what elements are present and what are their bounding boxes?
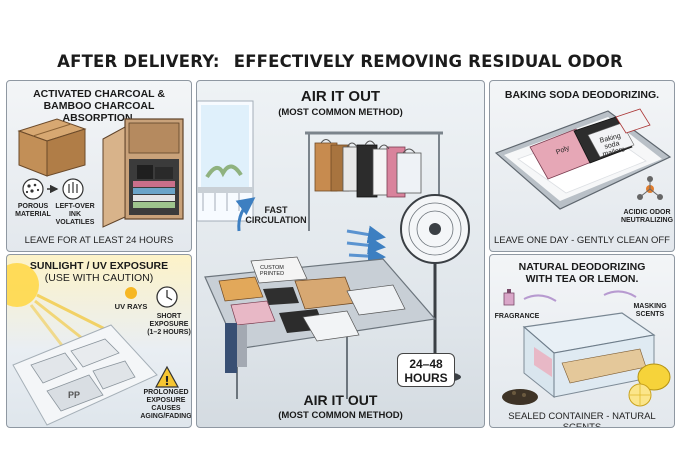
mailer-bags bbox=[529, 108, 651, 180]
airout-bottom-subtitle: (MOST COMMON METHOD) bbox=[278, 410, 403, 421]
acidic-label-1: ACIDIC ODOR bbox=[623, 209, 671, 216]
charcoal-caption: LEAVE FOR AT LEAST 24 HOURS bbox=[24, 235, 174, 246]
hours-line2: HOURS bbox=[404, 371, 448, 385]
hanging-bags bbox=[314, 139, 422, 198]
custom-label-2: PRINTED bbox=[259, 271, 285, 277]
baking-illustration bbox=[494, 108, 672, 210]
porous-label-1: POROUS bbox=[17, 203, 49, 210]
short-label-1: SHORT bbox=[156, 313, 182, 320]
prolonged-label-3: CAUSES bbox=[151, 405, 181, 412]
charcoal-title-line2: BAMBOO CHARCOAL ABSORPTION. bbox=[43, 100, 155, 124]
prolonged-label-4: AGING/FADING bbox=[140, 413, 192, 420]
tea-leaves-icon bbox=[502, 389, 538, 405]
tea-panel: NATURAL DEODORIZING WITH TEA OR LEMON. F… bbox=[489, 254, 675, 428]
perfume-icon bbox=[503, 289, 515, 306]
hours-badge: 24–48 HOURS bbox=[397, 353, 455, 387]
tea-illustration bbox=[502, 289, 671, 407]
porous-material-icon bbox=[22, 178, 44, 200]
prolonged-label-2: EXPOSURE bbox=[146, 397, 186, 404]
ink-label-2: INK VOLATILES bbox=[55, 211, 95, 226]
short-label-2: EXPOSURE bbox=[149, 321, 189, 328]
title-right: EFFECTIVELY REMOVING RESIDUAL ODOR bbox=[233, 52, 623, 71]
baking-title: BAKING SODA DEODORIZING. bbox=[504, 89, 660, 101]
molecule-icon bbox=[637, 176, 663, 200]
page-title: AFTER DELIVERY: EFFECTIVELY REMOVING RESI… bbox=[0, 52, 680, 71]
tea-title-line2: WITH TEA OR LEMON. bbox=[525, 273, 639, 285]
charcoal-title-line1: ACTIVATED CHARCOAL & bbox=[33, 88, 165, 100]
hours-line1: 24–48 bbox=[409, 357, 443, 371]
prolonged-label-1: PROLONGED bbox=[143, 389, 189, 396]
cabinet-icon bbox=[102, 118, 184, 228]
sunlight-title-line2: (USE WITH CAUTION) bbox=[44, 272, 154, 284]
short-label-3: (1–2 HOURS) bbox=[147, 329, 191, 336]
acidic-label-2: NEUTRALIZING bbox=[620, 217, 674, 224]
fast-label-1: FAST bbox=[264, 205, 288, 215]
airout-bottom-title: AIR IT OUT bbox=[303, 392, 378, 408]
masking-label-1: MASKING bbox=[633, 303, 667, 310]
porous-label-2: MATERIAL bbox=[15, 211, 51, 218]
charcoal-panel: ACTIVATED CHARCOAL & BAMBOO CHARCOAL ABS… bbox=[6, 80, 192, 252]
charcoal-illustration bbox=[17, 118, 184, 228]
container-icon bbox=[522, 312, 656, 399]
uv-label: UV RAYS bbox=[114, 302, 148, 311]
airout-panel: AIR IT OUT (MOST COMMON METHOD) bbox=[196, 80, 485, 428]
scent-wave-left bbox=[523, 294, 557, 302]
tea-caption: SEALED CONTAINER - NATURAL SCENTS bbox=[508, 411, 656, 428]
lemon-icon bbox=[628, 363, 671, 407]
airout-illustration bbox=[197, 100, 470, 399]
window-icon bbox=[197, 100, 254, 222]
masking-label-2: SCENTS bbox=[635, 311, 665, 318]
bag-pp-label: PP bbox=[67, 390, 80, 400]
svg-text:!: ! bbox=[164, 374, 169, 388]
airout-subtitle: (MOST COMMON METHOD) bbox=[278, 107, 403, 118]
sunlight-panel: SUNLIGHT / UV EXPOSURE (USE WITH CAUTION… bbox=[6, 254, 192, 428]
sunlight-illustration: ! bbox=[7, 263, 180, 426]
airflow-arrows bbox=[235, 197, 386, 266]
uv-sun-icon bbox=[125, 287, 137, 299]
scent-wave-right bbox=[603, 290, 637, 298]
baking-caption: LEAVE ONE DAY - GENTLY CLEAN OFF bbox=[494, 235, 670, 246]
title-left: AFTER DELIVERY: bbox=[57, 52, 220, 71]
sunlight-title-line1: SUNLIGHT / UV EXPOSURE bbox=[29, 260, 169, 272]
drying-table bbox=[204, 256, 437, 399]
ink-label-1: LEFT-OVER bbox=[55, 203, 95, 210]
airout-title: AIR IT OUT bbox=[300, 88, 381, 105]
ink-volatiles-icon bbox=[62, 178, 84, 200]
fragrance-label: FRAGRANCE bbox=[494, 313, 540, 320]
tea-title-line1: NATURAL DEODORIZING bbox=[518, 261, 646, 273]
custom-label-1: CUSTOM bbox=[260, 265, 284, 271]
fast-label-2: CIRCULATION bbox=[245, 215, 307, 225]
warning-icon: ! bbox=[154, 365, 180, 388]
clock-icon bbox=[156, 286, 178, 308]
baking-panel: BAKING SODA DEODORIZING. Baking soda mai… bbox=[489, 80, 675, 252]
cardboard-box-icon bbox=[17, 118, 87, 177]
